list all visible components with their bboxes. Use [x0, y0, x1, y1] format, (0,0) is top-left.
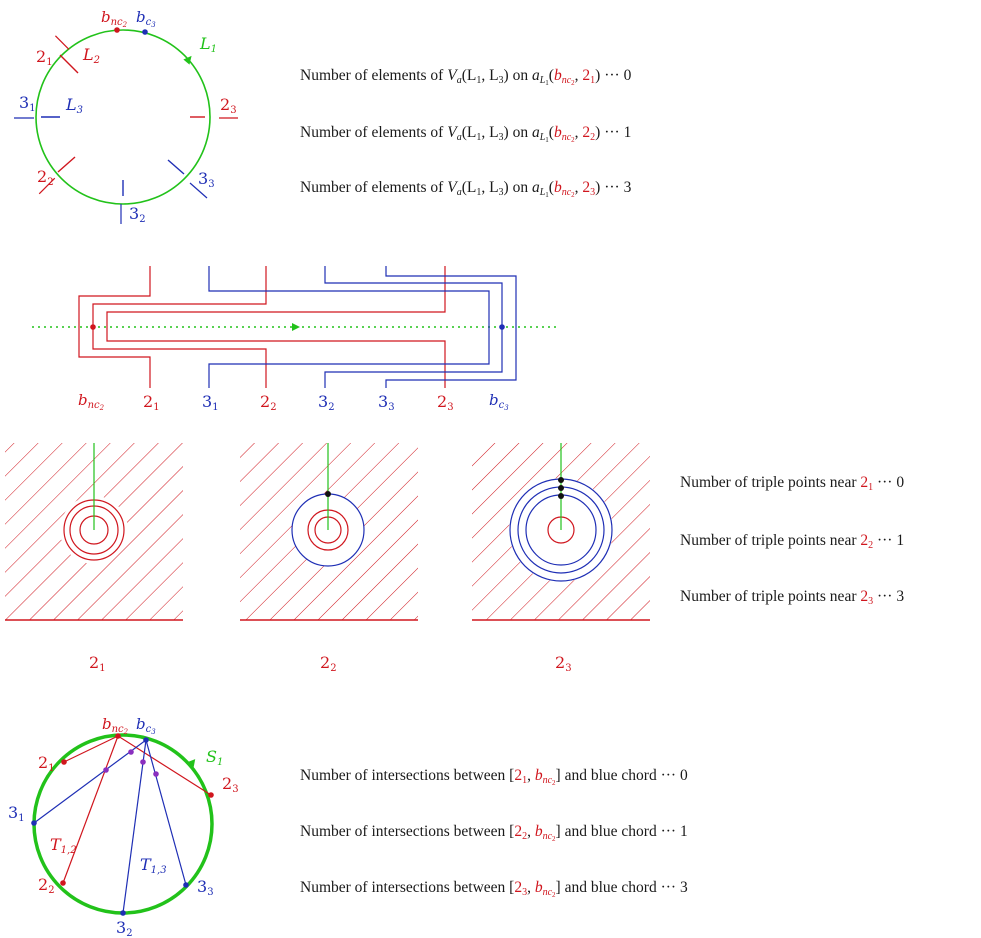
- dot-3-1-bottom: [31, 820, 37, 826]
- dot-2-2-bottom: [60, 880, 66, 886]
- panel-label-1: 21: [89, 653, 106, 674]
- label-3-1: 31: [19, 93, 36, 114]
- blue-chord-3-1-3-3: [33, 738, 187, 886]
- panel-label-2: 22: [320, 653, 337, 674]
- triple-point-2: [325, 491, 331, 497]
- arrow-S1: [185, 759, 196, 770]
- triple-point-3b: [558, 485, 564, 491]
- slash-2-1: [54, 35, 70, 50]
- blue-bracket-1: [208, 266, 490, 388]
- label-T13: T1,3: [140, 855, 167, 876]
- label-3-3-bottom: 33: [197, 877, 214, 898]
- bracket-label-2-2: 22: [260, 392, 277, 413]
- intersection-line-1: Number of intersections between [21, bnc…: [300, 767, 688, 787]
- triple-line-3: Number of triple points near 23 ··· 3: [680, 588, 904, 607]
- red-bracket-outer: [78, 266, 151, 388]
- slash-2-2: [38, 177, 56, 195]
- intersection-1: [103, 767, 109, 773]
- label-3-3: 33: [198, 169, 215, 190]
- panel-3: [472, 443, 650, 621]
- red-chord-2-2: [62, 735, 119, 884]
- red-bracket-inner: [106, 266, 446, 388]
- label-3-2: 32: [129, 204, 146, 225]
- label-2-2: 22: [37, 167, 54, 188]
- intersection-4: [153, 771, 159, 777]
- intersection-2: [128, 749, 134, 755]
- label-T12: T1,2: [50, 835, 77, 856]
- va-line-1: Number of elements of Va(L1, L3) on aL1(…: [300, 67, 632, 87]
- bracket-label-3-2: 32: [318, 392, 335, 413]
- tick-2-2: [57, 156, 76, 173]
- bracket-label-2-1: 21: [143, 392, 160, 413]
- tick-2-1: [59, 54, 79, 74]
- dot-bc-bottom: [143, 737, 149, 743]
- label-bc-bottom: bc3: [136, 715, 156, 736]
- va-lines: Number of elements of Va(L1, L3) on aL1(…: [300, 67, 632, 199]
- red-bracket-middle: [92, 266, 267, 388]
- label-bnc: bnc2: [101, 8, 128, 29]
- label-S1: S1: [206, 747, 223, 768]
- triple-point-3a: [558, 477, 564, 483]
- label-2-1-bottom: 21: [38, 753, 55, 774]
- slash-3-3: [189, 182, 208, 199]
- dot-3-3-bottom: [183, 882, 189, 888]
- dot-bc-bracket: [499, 324, 505, 330]
- label-bc: bc3: [136, 8, 156, 29]
- label-L2: L2: [82, 45, 100, 66]
- intersection-3: [140, 759, 146, 765]
- dot-bnc: [114, 27, 120, 33]
- label-L3: L3: [65, 95, 83, 116]
- dot-bnc-bracket: [90, 324, 96, 330]
- panel-2: [240, 443, 418, 621]
- tick-3-3: [167, 159, 185, 175]
- panel-label-3: 23: [555, 653, 572, 674]
- intersection-line-2: Number of intersections between [22, bnc…: [300, 823, 688, 843]
- triple-point-3c: [558, 493, 564, 499]
- blue-chord-3-2: [122, 739, 147, 914]
- label-3-2-bottom: 32: [116, 918, 133, 938]
- va-line-2: Number of elements of Va(L1, L3) on aL1(…: [300, 124, 631, 144]
- arrow-L1: [183, 55, 192, 65]
- blue-bracket-3: [385, 266, 517, 388]
- circle-diagram-top: bnc2 bc3 L1 L2 L3 21 22 23 31 32 33: [14, 8, 238, 225]
- dot-bc: [142, 29, 148, 35]
- label-L1: L1: [199, 34, 217, 55]
- triple-lines: Number of triple points near 21 ··· 0 Nu…: [680, 474, 904, 607]
- dot-3-2-bottom: [120, 910, 126, 916]
- label-bnc-bottom: bnc2: [102, 715, 129, 736]
- arrow-axis: [292, 323, 300, 331]
- label-3-1-bottom: 31: [8, 803, 25, 824]
- bracket-label-2-3: 23: [437, 392, 454, 413]
- bracket-label-bnc: bnc2: [78, 391, 105, 412]
- bracket-label-3-1: 31: [202, 392, 219, 413]
- circle-L1: [35, 29, 211, 205]
- label-2-1: 21: [36, 47, 53, 68]
- label-2-3: 23: [220, 95, 237, 116]
- intersection-lines: Number of intersections between [21, bnc…: [300, 767, 688, 899]
- label-2-2-bottom: 22: [38, 875, 55, 896]
- dot-2-1-bottom: [61, 759, 67, 765]
- circle-diagram-bottom: bnc2 bc3 S1 T1,2 T1,3 21 22 23 31 32 33: [8, 715, 239, 938]
- dot-bnc-bottom: [115, 733, 121, 739]
- bracket-label-bc: bc3: [489, 391, 509, 412]
- va-line-3: Number of elements of Va(L1, L3) on aL1(…: [300, 179, 632, 199]
- triple-line-1: Number of triple points near 21 ··· 0: [680, 474, 904, 493]
- dot-2-3-bottom: [208, 792, 214, 798]
- intersection-line-3: Number of intersections between [23, bnc…: [300, 879, 688, 899]
- label-2-3-bottom: 23: [222, 774, 239, 795]
- bracket-label-3-3: 33: [378, 392, 395, 413]
- triple-line-2: Number of triple points near 22 ··· 1: [680, 532, 904, 551]
- bracket-diagram: bnc2 21 31 22 32 33 23 bc3: [32, 266, 560, 413]
- panel-1: [5, 443, 183, 621]
